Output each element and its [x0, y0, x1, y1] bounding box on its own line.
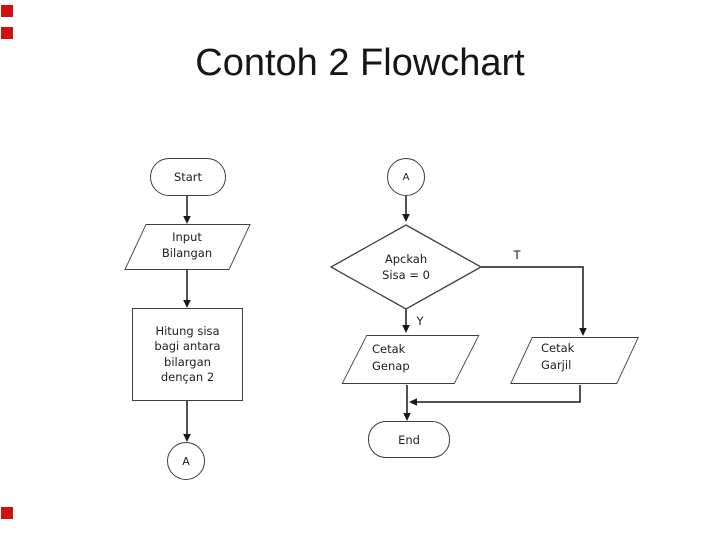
arrowheads	[183, 214, 587, 442]
end-label: End	[398, 432, 420, 447]
process-text: Hitung sisa bagi antara bilargan dençan …	[154, 323, 221, 385]
connector-a-left-label: A	[182, 454, 190, 468]
red-marker	[1, 5, 13, 17]
start-label: Start	[173, 170, 203, 184]
branch-true-label: T	[513, 248, 521, 262]
end-terminator: End	[368, 421, 450, 458]
connector-a-left: A	[167, 442, 205, 480]
slide-title: Contoh 2 Flowchart	[195, 42, 525, 84]
decision-diamond	[329, 224, 483, 310]
decision-text: Apckah Sisa = 0	[382, 252, 430, 282]
output-garjil-parallelogram	[510, 337, 639, 384]
connector-lines	[186, 196, 584, 437]
branch-yes-label: Y	[416, 314, 424, 328]
red-marker	[1, 27, 13, 39]
connector-a-top-right: A	[387, 158, 425, 196]
output-genap-text: Cetak Genap	[372, 342, 410, 373]
red-marker	[1, 507, 13, 519]
output-garjil-text: Cetak Garjil	[541, 341, 575, 372]
start-terminator: Start	[150, 158, 226, 196]
process-box: Hitung sisa bagi antara bilargan dençan …	[132, 308, 243, 401]
input-text: Input Bilangan	[161, 230, 213, 260]
connector-a-right-label: A	[402, 171, 410, 183]
